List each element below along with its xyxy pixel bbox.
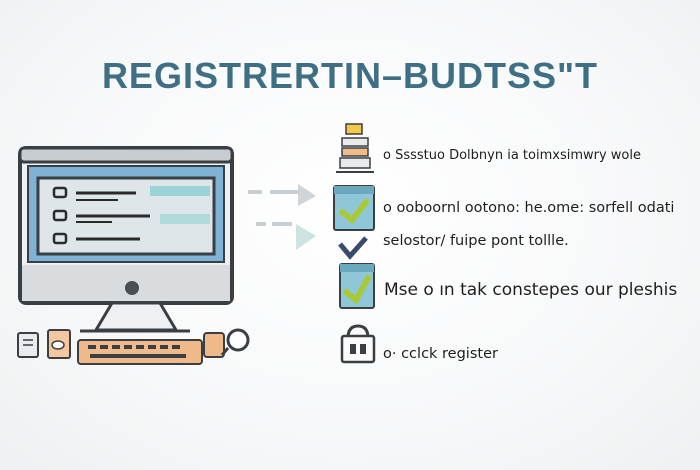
keyboard-icon [77,339,203,365]
step-3-text: selostor/ fuipe pont tollle. [383,233,569,249]
document-stack-icon [17,329,71,359]
step-5-text: o· cclck register [383,346,498,362]
page-title: REGISTRERTIΝ–BUDTSS"T [101,55,599,96]
document-stack-icon [336,123,374,173]
arrow-right-icon [248,184,316,250]
mouse-icon [203,328,250,358]
step-4-text: Mse o ın tak constepes our pleshis [384,280,678,300]
desktop-monitor-icon [18,146,234,333]
checkbox-icon [338,236,375,309]
step-1-text: o Sssstuo Dolbnyn ia toimxsimwry wole [383,148,641,163]
step-2-text: o ooboornl ootono: he.ome: sorfell odati [383,200,675,216]
checkbox-icon [333,185,375,231]
lock-icon [340,324,376,364]
